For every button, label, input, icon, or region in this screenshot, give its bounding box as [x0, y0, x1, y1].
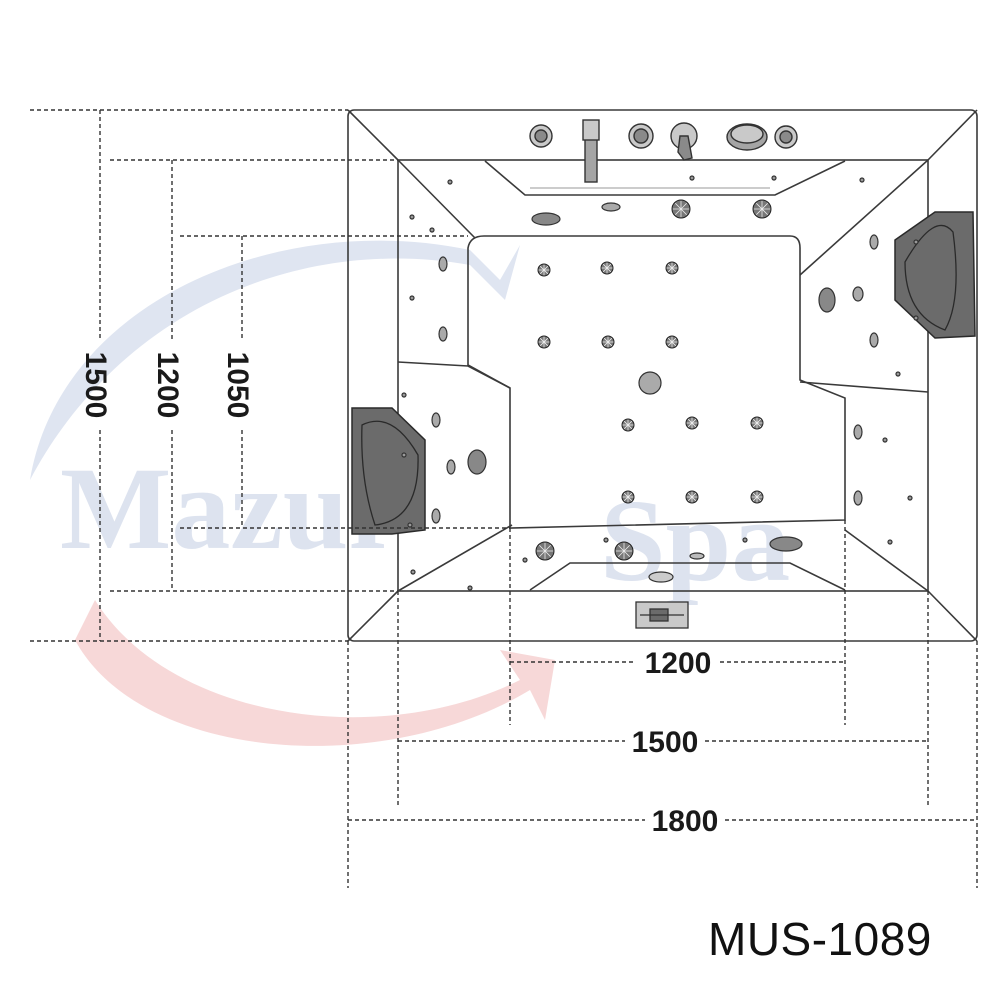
jets: [401, 175, 919, 591]
air-jet: [689, 552, 705, 560]
wall-jet-small: [438, 326, 448, 342]
air-bubble-jet: [522, 557, 528, 563]
suction-fitting: [531, 212, 561, 226]
floor-jet-icon: [537, 335, 551, 349]
air-bubble-jet: [467, 585, 473, 591]
dim-height-outer: 1500: [79, 352, 112, 419]
wall-jet-icon: [752, 199, 772, 219]
air-bubble-jet: [401, 452, 407, 458]
air-bubble-jet: [907, 495, 913, 501]
overflow-drain: [726, 123, 768, 151]
outer-rim: [347, 109, 978, 642]
bevel-top-left: [347, 109, 399, 161]
diag-top-left: [397, 159, 476, 239]
control-panel: [635, 601, 689, 629]
floor-jet-icon: [665, 261, 679, 275]
air-bubble-jet: [447, 179, 453, 185]
air-bubble-jet: [882, 437, 888, 443]
dim-width-outer: 1800: [652, 805, 719, 838]
wall-jet: [818, 287, 836, 313]
air-bubble-jet: [410, 569, 416, 575]
diag-top-right: [799, 159, 929, 276]
faucet-spout: [582, 119, 600, 183]
bottom-step: [529, 562, 846, 591]
wall-jet-small: [438, 256, 448, 272]
air-bubble-jet: [913, 315, 919, 321]
floor-jet-icon: [621, 490, 635, 504]
air-bubble-jet: [401, 392, 407, 398]
floor-jet-icon: [750, 490, 764, 504]
wall-jet-icon: [535, 541, 555, 561]
watermark-red-swoosh: [75, 600, 555, 746]
watermark-blue-swoosh: [30, 240, 520, 480]
dim-height-middle: 1200: [151, 352, 184, 419]
center-drain: [638, 371, 662, 395]
air-bubble-jet: [742, 537, 748, 543]
floor-jet-icon: [750, 416, 764, 430]
diag-bottom-right: [844, 529, 929, 592]
control-knob-1: [529, 124, 553, 148]
bevel-bottom-left: [347, 590, 399, 642]
air-bubble-jet: [859, 177, 865, 183]
wall-jet-small: [431, 412, 441, 428]
floor-jet-icon: [685, 416, 699, 430]
air-bubble-jet: [913, 239, 919, 245]
wall-jet-icon: [614, 541, 634, 561]
air-bubble-jet: [689, 175, 695, 181]
diag-bottom-left: [397, 524, 513, 592]
right-seat: [799, 381, 929, 393]
wall-jet: [467, 449, 487, 475]
air-bubble-jet: [407, 522, 413, 528]
pillow-left: [351, 407, 426, 535]
basin-outline: [467, 235, 846, 529]
floor-jet-icon: [601, 335, 615, 349]
air-bubble-jet: [409, 214, 415, 220]
floor-jet-icon: [600, 261, 614, 275]
dim-width-middle: 1500: [632, 726, 699, 759]
wall-jet-small: [853, 490, 863, 506]
air-jet: [601, 202, 621, 212]
wall-jet-small: [852, 286, 864, 302]
floor-jet-icon: [665, 335, 679, 349]
wall-jet-small: [431, 508, 441, 524]
wall-jet-small: [869, 234, 879, 250]
top-step: [484, 160, 846, 196]
floor-jet-icon: [621, 418, 635, 432]
air-bubble-jet: [429, 227, 435, 233]
deck-fittings: [529, 119, 798, 183]
bevel-bottom-right: [927, 590, 978, 642]
dim-width-inner: 1200: [645, 647, 712, 680]
mixer-handle: [670, 122, 698, 161]
suction-fitting: [769, 536, 803, 552]
bathtub: [347, 109, 978, 642]
bevel-top-right: [927, 109, 978, 161]
air-bubble-jet: [887, 539, 893, 545]
inner-rim: [397, 159, 929, 592]
dim-height-inner: 1050: [221, 352, 254, 419]
air-bubble-jet: [409, 295, 415, 301]
floor-jet-icon: [685, 490, 699, 504]
model-code: MUS-1089: [708, 913, 932, 965]
wall-jet-icon: [671, 199, 691, 219]
watermark-left-text: Mazur: [60, 443, 401, 574]
control-knob-2: [628, 123, 654, 149]
control-knob-3: [774, 125, 798, 149]
floor-jet-icon: [537, 263, 551, 277]
air-bubble-jet: [603, 537, 609, 543]
pillow-right: [894, 211, 976, 339]
wall-jet-small: [869, 332, 879, 348]
air-bubble-jet: [771, 175, 777, 181]
left-seat: [397, 361, 511, 389]
wall-jet-small: [853, 424, 863, 440]
air-bubble-jet: [895, 371, 901, 377]
dimension-lines: [30, 109, 978, 888]
wall-jet-small: [446, 459, 456, 475]
drain-fitting: [648, 571, 674, 583]
